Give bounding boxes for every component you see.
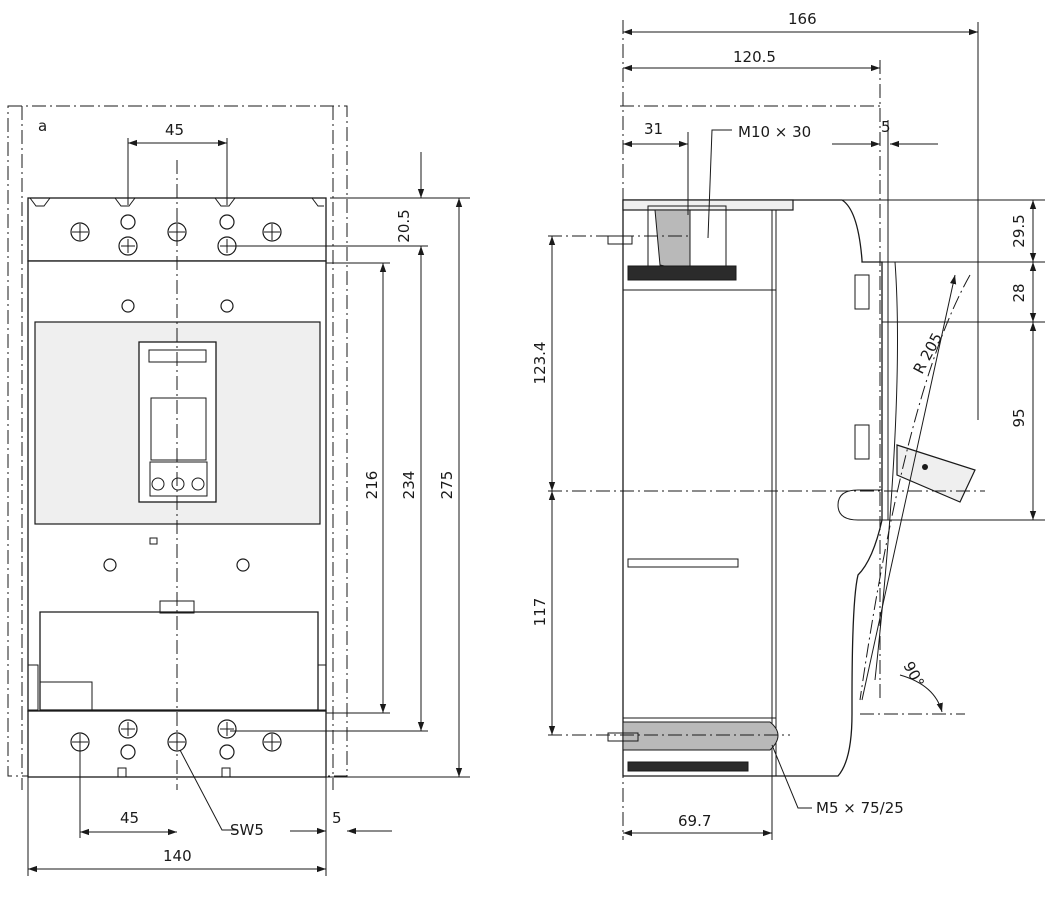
dim-123-4: 123.4 bbox=[531, 342, 549, 385]
lower-accessory-cover bbox=[39, 611, 319, 711]
side-slot bbox=[627, 558, 739, 568]
dim-5: 5 bbox=[881, 118, 891, 136]
handle-pivot bbox=[922, 464, 928, 470]
top-terminal-section bbox=[654, 209, 691, 273]
toggle-handle-window bbox=[150, 397, 207, 461]
front-view: a bbox=[7, 105, 470, 876]
front-latch-upper bbox=[854, 274, 870, 310]
front-corner-label: a bbox=[38, 117, 47, 135]
dim-120-5: 120.5 bbox=[733, 48, 776, 66]
toggle-handle-grip bbox=[149, 461, 208, 497]
dim-69-7: 69.7 bbox=[678, 812, 711, 830]
screw-label: SW5 bbox=[230, 821, 264, 839]
screw-leader bbox=[179, 749, 238, 831]
dim-width: 140 bbox=[163, 847, 192, 865]
dim-234: 234 bbox=[400, 471, 418, 500]
dim-275: 275 bbox=[438, 471, 456, 500]
left-side-rib bbox=[27, 664, 39, 711]
dim-117: 117 bbox=[531, 598, 549, 627]
dim-95: 95 bbox=[1010, 408, 1028, 427]
handle-rivet-left bbox=[151, 477, 165, 491]
handle-radius-arc bbox=[859, 274, 971, 701]
front-latch-lower bbox=[854, 424, 870, 460]
dim-216: 216 bbox=[363, 471, 381, 500]
bottom-terminal-bar bbox=[627, 761, 749, 772]
dim-terminal-gap: 5 bbox=[332, 809, 342, 827]
dim-20-5: 20.5 bbox=[395, 209, 413, 242]
top-terminal-bar bbox=[627, 265, 737, 281]
operating-handle bbox=[896, 444, 976, 503]
dim-31: 31 bbox=[644, 120, 663, 138]
bottom-terminal-section bbox=[622, 721, 779, 751]
dim-29-5: 29.5 bbox=[1010, 214, 1028, 247]
handle-rivet-right bbox=[191, 477, 205, 491]
radius-label: R 205 bbox=[910, 330, 946, 377]
handle-rivet-center bbox=[171, 477, 185, 491]
side-housing bbox=[622, 199, 883, 777]
auxiliary-slot bbox=[39, 681, 93, 711]
dim-bottom-pitch: 45 bbox=[120, 809, 139, 827]
side-view: R 205 90° 166 120.5 31 M10 × 30 5 bbox=[531, 10, 1045, 840]
dim-top-pitch: 45 bbox=[165, 121, 184, 139]
dim-28: 28 bbox=[1010, 283, 1028, 302]
top-terminal-notches bbox=[29, 197, 324, 207]
angle-arc bbox=[899, 674, 943, 713]
right-side-rib bbox=[317, 664, 327, 711]
thread-top-leader bbox=[707, 129, 732, 239]
thread-top: M10 × 30 bbox=[738, 123, 811, 141]
dim-166: 166 bbox=[788, 10, 817, 28]
bottom-terminal-notches bbox=[117, 767, 231, 777]
front-hook bbox=[837, 489, 883, 521]
thread-bottom-leader bbox=[771, 744, 812, 809]
radius-line bbox=[861, 274, 957, 701]
thread-bottom: M5 × 75/25 bbox=[816, 799, 904, 817]
top-terminal-plate bbox=[622, 199, 794, 211]
indicator-mark bbox=[149, 537, 158, 545]
